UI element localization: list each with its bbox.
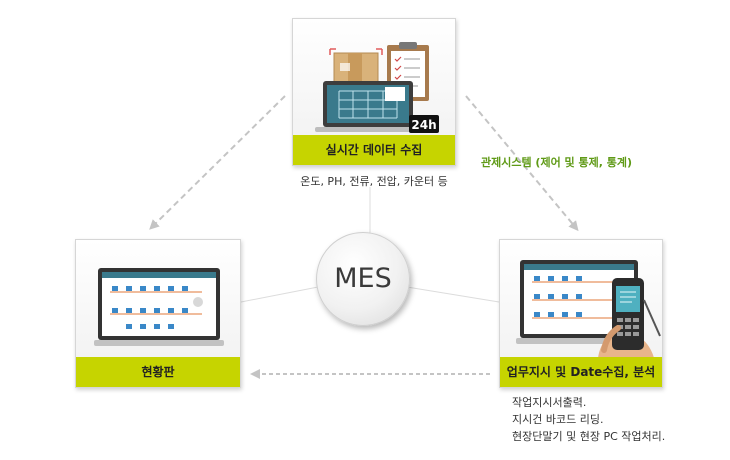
node-status-board: 현황판 <box>75 239 241 388</box>
monitor-icon <box>94 268 224 346</box>
node-realtime-data-description: 온도, PH, 전류, 전압, 카운터 등 <box>300 175 448 188</box>
node-realtime-data: 24h 실시간 데이터 수집 <box>292 18 456 166</box>
detail-line: 현장단말기 및 현장 PC 작업처리. <box>512 430 666 443</box>
node-work-order-illustration <box>500 240 662 358</box>
spoke-right <box>406 286 500 303</box>
node-realtime-data-illustration: 24h <box>293 19 455 135</box>
arrow-top-to-left <box>149 95 286 230</box>
clock-24h-icon: 24h <box>409 115 439 133</box>
laptop-icon <box>315 81 421 132</box>
detail-line: 작업지시서출력. <box>512 396 587 409</box>
spoke-left <box>240 286 319 303</box>
badge-24h-text: 24h <box>411 118 436 132</box>
arrow-top-to-right <box>465 95 579 232</box>
center-mes-node: MES <box>316 232 410 326</box>
node-work-order: 업무지시 및 Date수집, 분석 <box>499 239 663 388</box>
node-work-order-details: 작업지시서출력. 지시건 바코드 리딩. 현장단말기 및 현장 PC 작업처리. <box>512 394 665 445</box>
handheld-scanner-icon <box>598 278 661 358</box>
node-status-board-illustration <box>76 240 240 357</box>
edge-control-system-label: 관제시스템 (제어 및 통제, 통계) <box>481 156 632 169</box>
node-status-board-label: 현황판 <box>76 357 240 387</box>
detail-line: 지시건 바코드 리딩. <box>512 413 604 426</box>
node-realtime-data-label: 실시간 데이터 수집 <box>293 135 455 165</box>
node-work-order-label: 업무지시 및 Date수집, 분석 <box>500 357 662 387</box>
